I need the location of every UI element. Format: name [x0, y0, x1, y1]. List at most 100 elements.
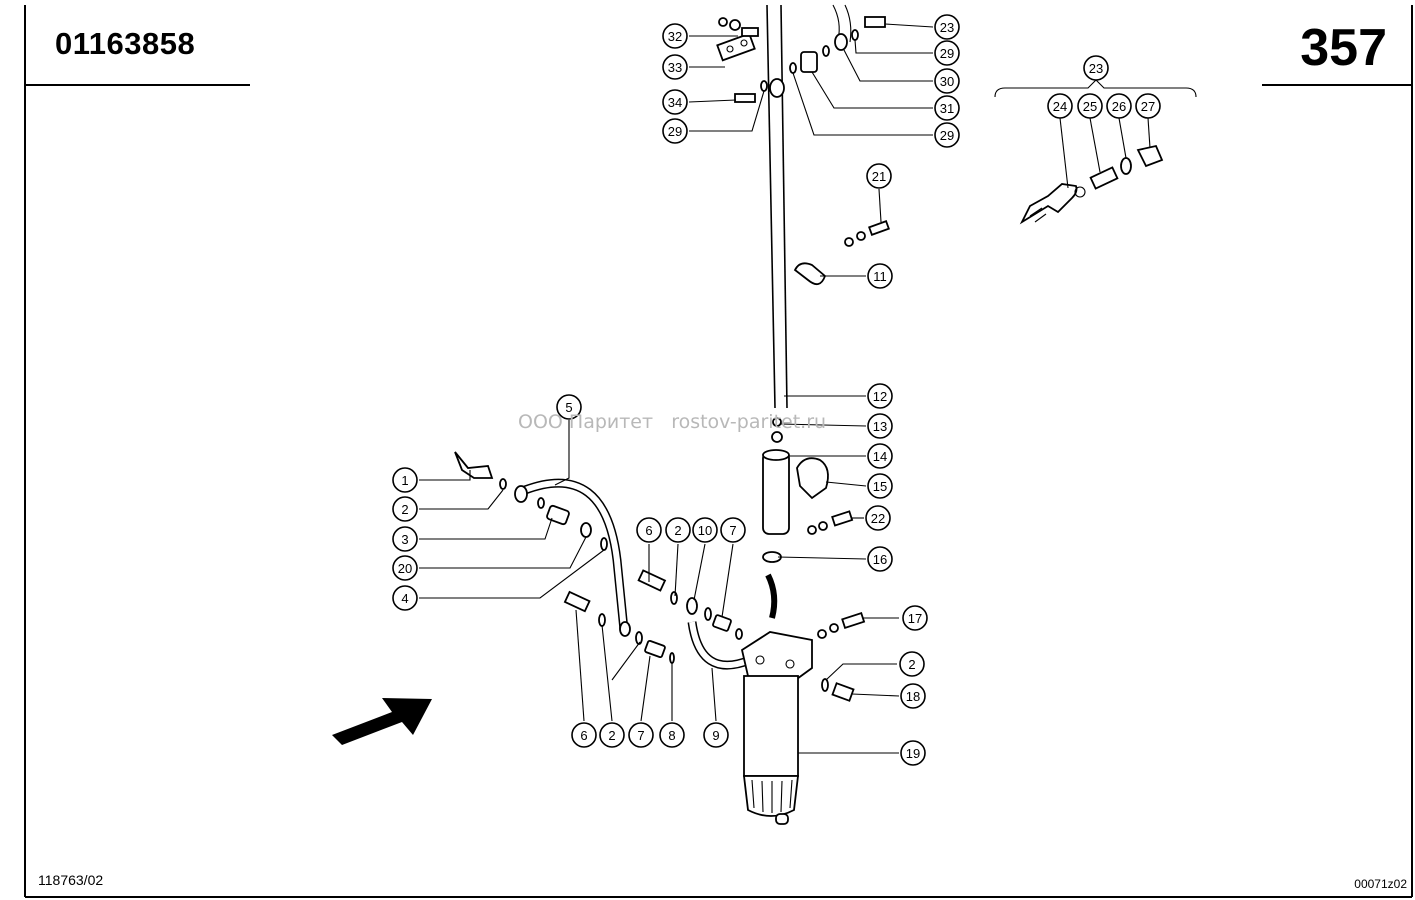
callout-5: 5 — [556, 394, 582, 420]
callout-6: 6 — [636, 517, 662, 543]
callout-circle — [662, 23, 688, 49]
left-fittings — [454, 451, 743, 664]
vertical-fuel-line — [766, 4, 852, 409]
callout-circle — [900, 740, 926, 766]
callout-label: 10 — [698, 523, 712, 538]
callout-circle — [1106, 93, 1132, 119]
callout-circle — [662, 89, 688, 115]
callout-22: 22 — [865, 505, 891, 531]
callout-3: 3 — [392, 526, 418, 552]
callout-circle — [1135, 93, 1161, 119]
callout-26: 26 — [1106, 93, 1132, 119]
callout-7: 7 — [720, 517, 746, 543]
callout-29: 29 — [934, 122, 960, 148]
callout-label: 17 — [908, 611, 922, 626]
callout-15: 15 — [867, 473, 893, 499]
callout-label: 33 — [668, 60, 682, 75]
callout-circle — [934, 95, 960, 121]
callout-circle — [867, 473, 893, 499]
callout-label: 23 — [940, 20, 954, 35]
callout-circle — [720, 517, 746, 543]
callout-9: 9 — [703, 722, 729, 748]
callout-circle — [571, 722, 597, 748]
callout-30: 30 — [934, 68, 960, 94]
callout-label: 29 — [940, 46, 954, 61]
callout-circle — [392, 496, 418, 522]
callout-label: 9 — [712, 728, 719, 743]
callout-circle — [867, 443, 893, 469]
callout-label: 5 — [565, 400, 572, 415]
callout-23: 23 — [1083, 55, 1109, 81]
inline-filter — [762, 417, 854, 619]
callout-2: 2 — [665, 517, 691, 543]
callout-label: 2 — [401, 502, 408, 517]
callout-11: 11 — [867, 263, 893, 289]
callout-2: 2 — [392, 496, 418, 522]
clamp-assembly — [793, 220, 890, 286]
callout-2: 2 — [599, 722, 625, 748]
callout-7: 7 — [628, 722, 654, 748]
callout-circle — [1083, 55, 1109, 81]
callout-31: 31 — [934, 95, 960, 121]
callout-14: 14 — [867, 443, 893, 469]
callout-10: 10 — [692, 517, 718, 543]
callout-circle — [902, 605, 928, 631]
callout-6: 6 — [571, 722, 597, 748]
callout-label: 26 — [1112, 99, 1126, 114]
callout-circle — [628, 722, 654, 748]
callout-circle — [662, 54, 688, 80]
callout-label: 4 — [401, 591, 408, 606]
callout-label: 2 — [608, 728, 615, 743]
callout-label: 2 — [674, 523, 681, 538]
callout-label: 20 — [398, 561, 412, 576]
callout-circle — [867, 263, 893, 289]
callout-circle — [665, 517, 691, 543]
callout-label: 3 — [401, 532, 408, 547]
callout-16: 16 — [867, 546, 893, 572]
main-fuel-filter — [687, 611, 866, 825]
callout-circle — [1077, 93, 1103, 119]
callout-32: 32 — [662, 23, 688, 49]
callout-13: 13 — [867, 413, 893, 439]
callout-label: 25 — [1083, 99, 1097, 114]
callout-label: 7 — [729, 523, 736, 538]
callout-label: 24 — [1053, 99, 1067, 114]
callout-circle — [934, 40, 960, 66]
callout-23: 23 — [934, 14, 960, 40]
callout-label: 6 — [645, 523, 652, 538]
callout-circle — [392, 467, 418, 493]
callout-24: 24 — [1047, 93, 1073, 119]
callout-25: 25 — [1077, 93, 1103, 119]
callout-20: 20 — [392, 555, 418, 581]
callout-circle — [899, 651, 925, 677]
callout-circle — [865, 505, 891, 531]
callout-label: 29 — [668, 124, 682, 139]
callout-circle — [867, 413, 893, 439]
page-number: 357 — [1300, 19, 1387, 77]
callout-18: 18 — [900, 683, 926, 709]
fuel-hose — [523, 478, 629, 631]
callout-circle — [556, 394, 582, 420]
callout-label: 14 — [873, 449, 887, 464]
callout-4: 4 — [392, 585, 418, 611]
callout-label: 29 — [940, 128, 954, 143]
callout-27: 27 — [1135, 93, 1161, 119]
callout-label: 27 — [1141, 99, 1155, 114]
arrow-right-up-icon — [332, 698, 432, 745]
callout-circle — [692, 517, 718, 543]
callout-circle — [1047, 93, 1073, 119]
callout-12: 12 — [867, 383, 893, 409]
drawing-reference: 118763/02 — [38, 872, 104, 888]
callout-circle — [659, 722, 685, 748]
callout-circle — [662, 118, 688, 144]
sheet-frame — [24, 5, 1413, 898]
callout-label: 15 — [873, 479, 887, 494]
callout-circle — [703, 722, 729, 748]
callout-label: 34 — [668, 95, 682, 110]
callout-label: 16 — [873, 552, 887, 567]
callout-circle — [392, 585, 418, 611]
callout-circle — [866, 163, 892, 189]
